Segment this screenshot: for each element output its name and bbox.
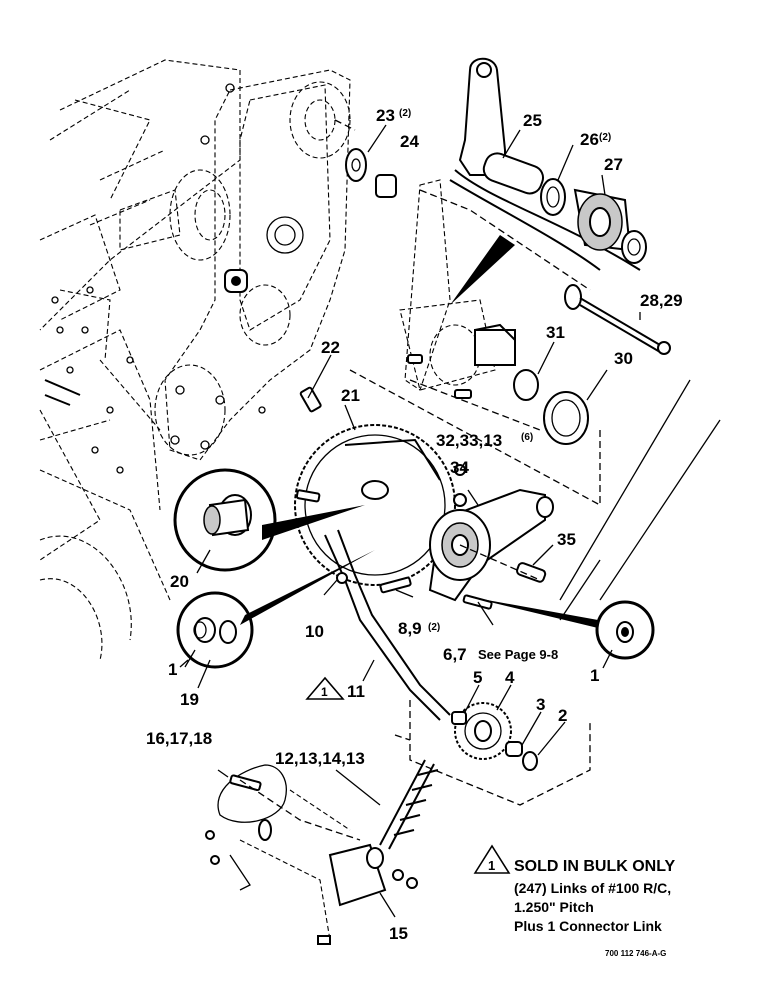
- callout-8-9-qty: (2): [428, 622, 440, 633]
- callout-26: 26: [580, 130, 599, 149]
- callout-3: 3: [536, 695, 545, 714]
- frame-edge: [559, 379, 721, 621]
- note-line-2: (247) Links of #100 R/C,: [514, 880, 671, 896]
- callout-34: 34: [450, 458, 469, 477]
- bolts: [295, 354, 493, 610]
- reference-lines: [239, 119, 601, 841]
- callout-5: 5: [473, 668, 482, 687]
- note-line-3: 1.250" Pitch: [514, 899, 594, 915]
- callout-8-9: 8,9: [398, 619, 422, 638]
- large-sprocket: [294, 424, 456, 586]
- callout-26-qty: (2): [599, 132, 611, 143]
- detail-circle-20: [173, 468, 365, 572]
- detail-wedge-upper: [450, 235, 515, 305]
- upper-hub-and-washers: [345, 148, 671, 445]
- see-page-note: See Page 9-8: [478, 647, 558, 662]
- note-triangle-icon: [473, 844, 511, 874]
- detail-circle-1-right: [465, 596, 655, 660]
- bulk-triangle-icon: [305, 676, 345, 700]
- bulk-note: 1 SOLD IN BULK ONLY (247) Links of #100 …: [473, 844, 676, 934]
- callout-27: 27: [604, 155, 623, 174]
- tensioner-assembly: [205, 759, 439, 945]
- gearbox-housing-phantom: [119, 69, 351, 461]
- callout-28-29: 28,29: [640, 291, 683, 310]
- callout-labels: 23 (2) 24 25 26 (2) 27 28,29 31 30 22 21…: [146, 106, 683, 943]
- callout-25: 25: [523, 111, 542, 130]
- drive-arm-assembly: [449, 57, 647, 271]
- callout-21: 21: [341, 386, 360, 405]
- detail-circle-19: [176, 550, 375, 669]
- callout-1-left: 1: [168, 660, 177, 679]
- callout-35: 35: [557, 530, 576, 549]
- callout-32-33-13-qty: (6): [521, 432, 533, 443]
- callout-23: 23: [376, 106, 395, 125]
- triangle-marker: 1: [321, 685, 328, 699]
- note-heading: SOLD IN BULK ONLY: [514, 858, 676, 875]
- callout-24: 24: [400, 132, 419, 151]
- small-sprocket: [451, 702, 538, 771]
- callout-23-qty: (2): [399, 108, 411, 119]
- callout-15: 15: [389, 924, 408, 943]
- callout-16-17-18: 16,17,18: [146, 729, 212, 748]
- callout-10: 10: [305, 622, 324, 641]
- callout-2: 2: [558, 706, 567, 725]
- document-number: 700 112 746-A-G: [605, 949, 666, 958]
- machine-frame-phantom: [39, 59, 241, 661]
- callout-30: 30: [614, 349, 633, 368]
- callout-20: 20: [170, 572, 189, 591]
- callout-11: 11: [347, 682, 365, 701]
- callout-19: 19: [180, 690, 199, 709]
- callout-32-33-13: 32,33,13: [436, 431, 502, 450]
- note-marker: 1: [488, 858, 495, 873]
- callout-6-7: 6,7: [443, 645, 467, 664]
- idler-arm-phantom: [399, 179, 516, 391]
- note-line-4: Plus 1 Connector Link: [514, 918, 662, 934]
- callout-22: 22: [321, 338, 340, 357]
- callout-12-13-14-13: 12,13,14,13: [275, 749, 365, 768]
- callout-4: 4: [505, 668, 515, 687]
- callout-1-right: 1: [590, 666, 599, 685]
- callout-leaders: [179, 124, 641, 918]
- callout-31: 31: [546, 323, 565, 342]
